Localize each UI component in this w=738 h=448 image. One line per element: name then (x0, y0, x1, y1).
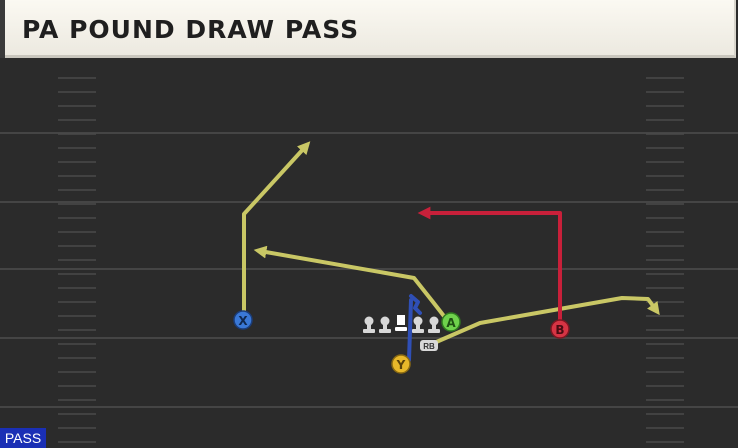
receiver-a-icon[interactable]: A (441, 312, 461, 332)
lineman-left-tackle (363, 316, 375, 333)
routes (242, 141, 660, 362)
route-y-block (407, 294, 422, 362)
x-button-label: X (238, 314, 248, 328)
receiver-x-icon[interactable]: X (233, 310, 253, 330)
b-button-label: B (555, 323, 564, 337)
lineman-center (395, 315, 407, 331)
offensive-line (363, 315, 440, 333)
lineman-right-tackle (428, 316, 440, 333)
lineman-left-guard (379, 316, 391, 333)
a-button-label: A (446, 316, 456, 330)
route-x (242, 141, 311, 318)
route-rb (433, 296, 660, 345)
y-button-label: Y (396, 358, 406, 372)
hash-marks (58, 77, 684, 443)
receiver-y-icon[interactable]: Y (391, 354, 411, 374)
rb-label: RB (423, 342, 435, 351)
play-mode-badge: PASS (0, 428, 46, 448)
receiver-b-icon[interactable]: B (550, 319, 570, 339)
lineman-right-guard (412, 316, 424, 333)
play-field: RB X A B Y (0, 77, 738, 443)
running-back: RB (420, 340, 438, 351)
route-a (253, 245, 449, 322)
title-bar: PA POUND DRAW PASS (0, 0, 736, 58)
route-b (417, 206, 562, 328)
play-title: PA POUND DRAW PASS (22, 15, 360, 44)
title-accent (0, 0, 5, 58)
